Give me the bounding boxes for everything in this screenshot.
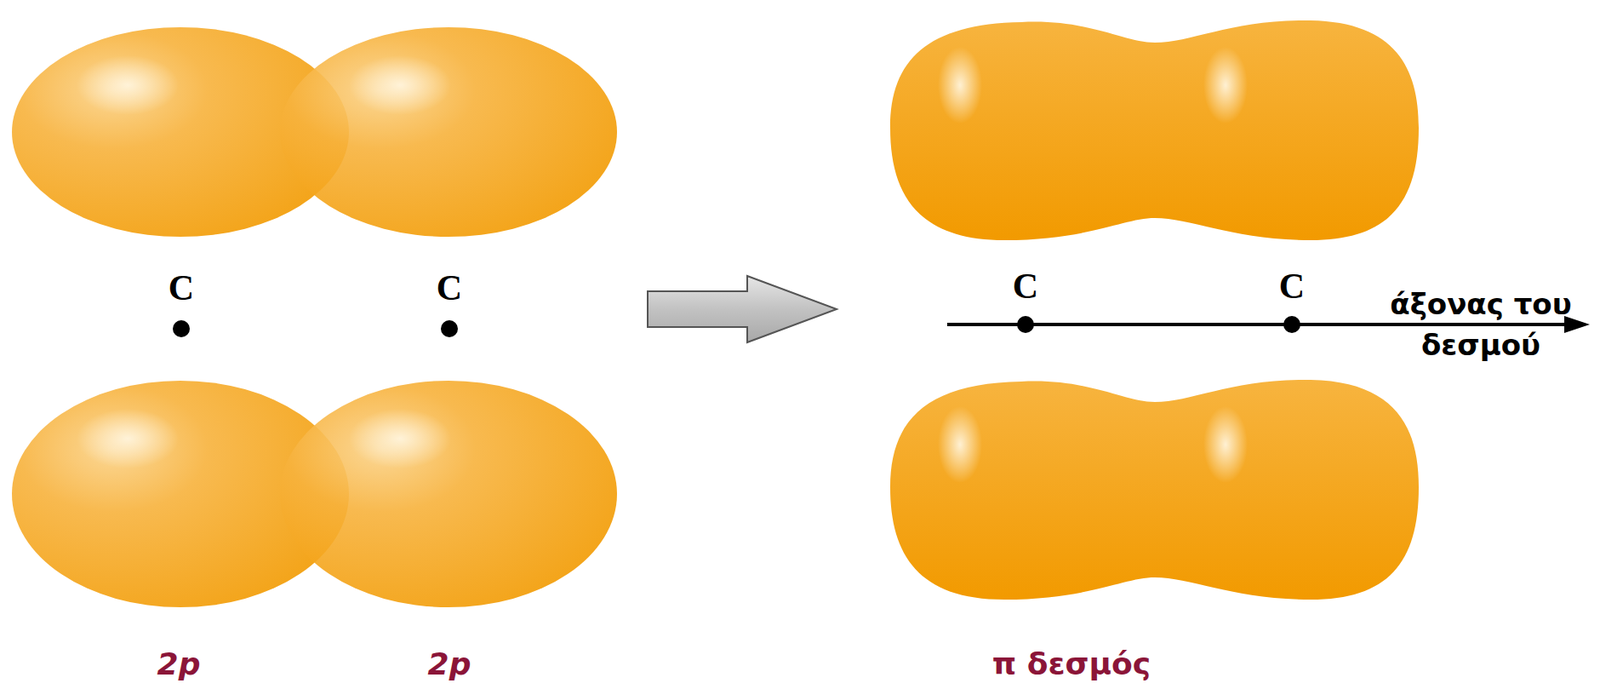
pi-bond-cloud: [890, 20, 1419, 600]
nucleus-dot: [172, 320, 190, 338]
nucleus-dot: [1283, 315, 1301, 333]
orbital-label: 2p: [428, 648, 472, 680]
bond-label: π δεσμός: [992, 648, 1151, 680]
atom-symbol: C: [1279, 268, 1305, 304]
atom-symbol: C: [168, 269, 195, 306]
axis-label: άξονας του δεσμού: [1386, 283, 1576, 366]
nucleus-dot: [440, 320, 458, 338]
p-orbital-lobes: [11, 27, 618, 607]
atom-symbol: C: [436, 269, 463, 306]
bond-axis: [947, 322, 1577, 326]
nucleus-dot: [1017, 315, 1035, 333]
orbital-label: 2p: [157, 648, 201, 680]
atom-symbol: C: [1012, 268, 1039, 304]
reaction-arrow: [647, 275, 837, 343]
